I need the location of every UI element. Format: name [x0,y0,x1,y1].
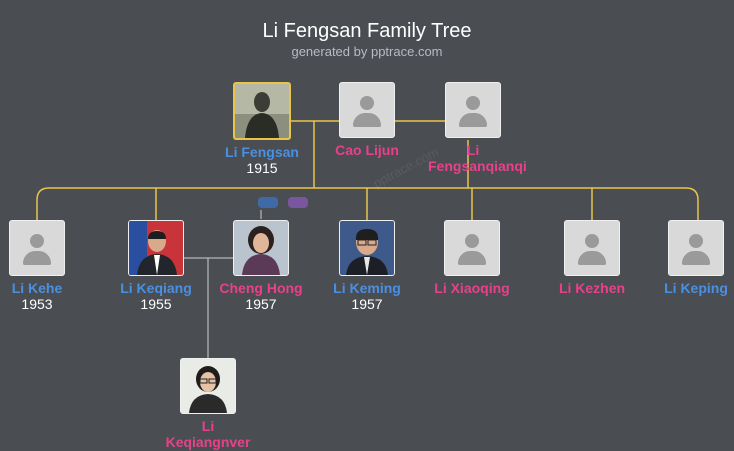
placeholder-avatar-icon [564,220,620,276]
photo-li-keming [339,220,395,276]
name-cao-lijun: Cao Lijun [335,142,399,158]
person-li-fengsanqianqi[interactable]: Li Fengsanqianqi [418,82,528,174]
year-li-keming: 1957 [351,296,383,312]
photo-cheng-hong [233,220,289,276]
photo-li-keqiang [128,220,184,276]
name-li-keqiangnver: Li Keqiangnver [165,418,251,450]
name-li-keping: Li Keping [664,280,728,296]
name-li-fengsan: Li Fengsan [225,144,299,160]
portrait-icon [181,359,235,413]
name-cheng-hong: Cheng Hong [219,280,303,296]
page-subtitle: generated by pptrace.com [291,44,443,59]
person-cao-lijun[interactable]: Cao Lijun [312,82,422,158]
name-li-keming: Li Keming [333,280,401,296]
year-li-kehe: 1953 [21,296,53,312]
person-li-keqiang[interactable]: Li Keqiang 1955 [101,220,211,312]
photo-li-keqiangnver [180,358,236,414]
placeholder-avatar-icon [445,82,501,138]
person-li-keming[interactable]: Li Keming 1957 [312,220,422,312]
placeholder-avatar-icon [444,220,500,276]
portrait-icon [235,84,289,138]
person-li-fengsan[interactable]: Li Fengsan 1915 [207,82,317,176]
page-title: Li Fengsan Family Tree [262,20,472,42]
portrait-icon [234,221,288,275]
year-cheng-hong: 1957 [245,296,277,312]
person-li-kezhen[interactable]: Li Kezhen [537,220,647,296]
placeholder-avatar-icon [668,220,724,276]
person-li-kehe[interactable]: Li Kehe 1953 [0,220,92,312]
placeholder-avatar-icon [339,82,395,138]
year-li-fengsan: 1915 [246,160,278,176]
name-li-kehe: Li Kehe [11,280,63,296]
person-li-xiaoqing[interactable]: Li Xiaoqing [417,220,527,296]
person-cheng-hong[interactable]: Cheng Hong 1957 [206,220,316,312]
photo-li-fengsan [233,82,291,140]
person-li-keqiangnver[interactable]: Li Keqiangnver [153,358,263,450]
name-li-keqiang: Li Keqiang [120,280,192,296]
name-li-kezhen: Li Kezhen [558,280,626,296]
name-li-fengsanqianqi: Li Fengsanqianqi [428,142,527,174]
person-li-keping[interactable]: Li Keping [641,220,734,296]
placeholder-avatar-icon [9,220,65,276]
year-li-keqiang: 1955 [140,296,172,312]
male-link-icon[interactable] [258,197,278,208]
name-li-xiaoqing: Li Xiaoqing [434,280,510,296]
portrait-icon [129,221,183,275]
female-link-icon[interactable] [288,197,308,208]
portrait-icon [340,221,394,275]
